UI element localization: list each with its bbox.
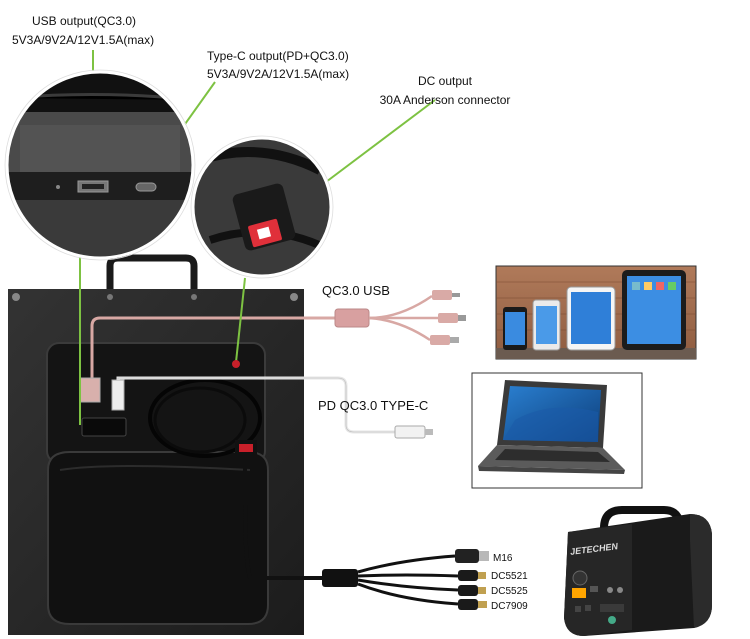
dc-port-marker: [232, 360, 240, 368]
dc-splitter-cable: [322, 549, 489, 610]
laptop-photo: [471, 372, 643, 489]
usb-output-spec: 5V3A/9V2A/12V1.5A(max): [12, 33, 155, 47]
solar-panel: [8, 254, 325, 635]
power-station: [564, 506, 712, 636]
pd-typec-label: PD QC3.0 TYPE-C: [318, 398, 429, 413]
qc-usb-label: QC3.0 USB: [322, 283, 390, 298]
dc-connector-dc5521: DC5521: [491, 571, 528, 582]
typec-output-spec: 5V3A/9V2A/12V1.5A(max): [207, 67, 350, 81]
devices-photo: [495, 265, 697, 360]
dc-connector-dc5525: DC5525: [491, 586, 528, 597]
dc-output-spec: 30A Anderson connector: [379, 93, 511, 107]
dc-output-title: DC output: [417, 74, 473, 88]
usb-port-zoom: [7, 72, 193, 258]
qc-usb-cable: [79, 290, 466, 403]
pd-typec-cable: [111, 376, 433, 439]
usb-output-title: USB output(QC3.0): [32, 14, 137, 28]
typec-output-title: Type-C output(PD+QC3.0): [207, 49, 349, 63]
dc-connector-dc7909: DC7909: [491, 601, 528, 612]
dc-connector-m16: M16: [493, 553, 513, 564]
